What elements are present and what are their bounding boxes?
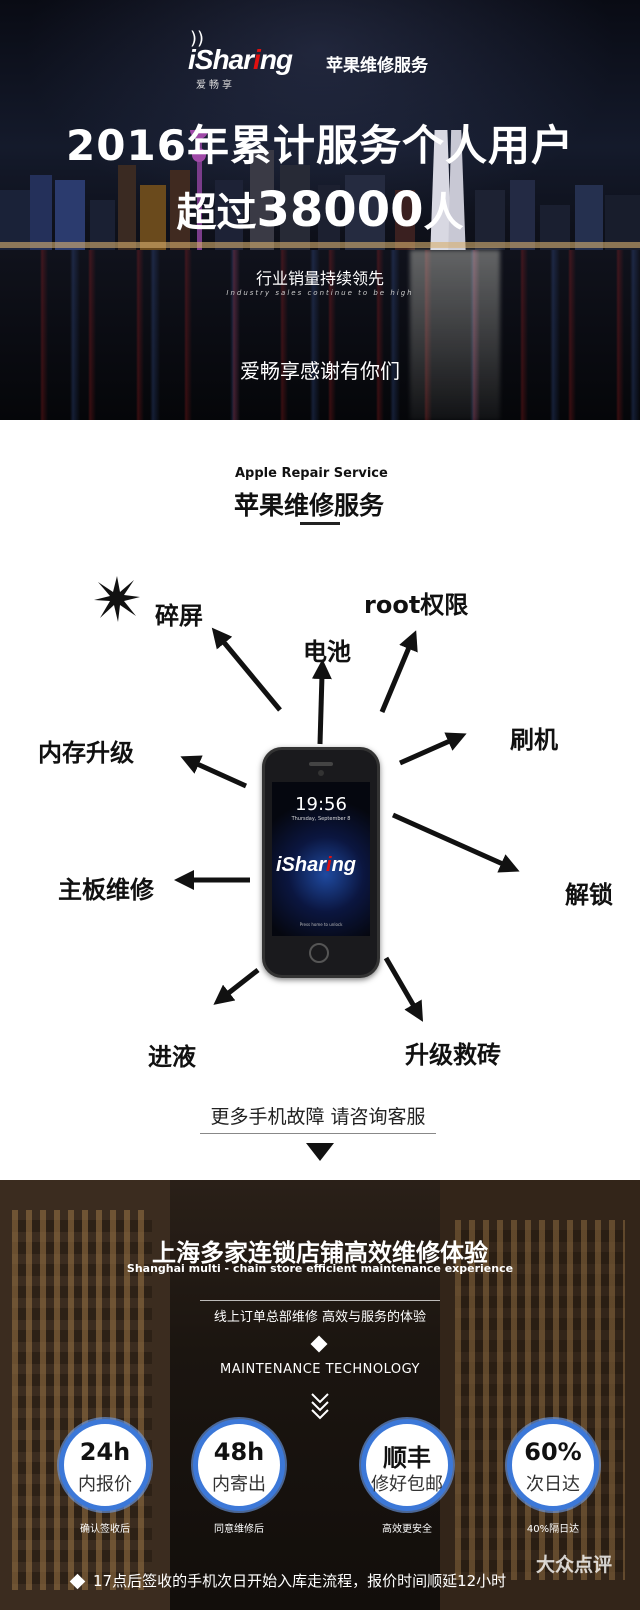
processing-note: 17点后签收的手机次日开始入库走流程，报价时间顺延12小时 <box>93 1572 507 1590</box>
service-label-water: 进液 <box>148 1043 196 1071</box>
hero-subtitle: 行业销量持续领先 <box>255 269 384 288</box>
feature-desc: 修好包邮 <box>371 1474 443 1495</box>
arrow-flash <box>398 732 467 766</box>
feature-circle-nextday: 60% 次日达 <box>507 1419 599 1511</box>
service-label-unlock: 解锁 <box>565 881 613 909</box>
feature-caption: 确认签收后 <box>80 1524 130 1535</box>
double-chevron-down-icon <box>311 1393 329 1420</box>
feature-desc: 次日达 <box>526 1474 580 1495</box>
building-right-windows <box>455 1220 625 1580</box>
feature-circle-ship: 48h 内寄出 <box>193 1419 285 1511</box>
lockscreen-logo: iSharing <box>276 854 357 876</box>
service-label-screen: 碎屏 <box>155 602 203 630</box>
arrow-screen <box>211 627 282 712</box>
service-label-upgrade: 升级救砖 <box>405 1041 501 1069</box>
feature-circle-sf: 顺丰 修好包邮 <box>361 1419 453 1511</box>
building-left-windows <box>12 1210 152 1590</box>
logo-wordmark: iSharing <box>188 44 293 75</box>
hero-subtitle-en: Industry sales continue to be high <box>226 289 414 297</box>
arrow-memory <box>180 755 248 789</box>
service-label-board: 主板维修 <box>58 876 154 904</box>
feature-desc: 内寄出 <box>212 1474 266 1495</box>
lockscreen-time: 19:56 <box>295 794 347 815</box>
hero-title-line2: 超过38000人 <box>176 182 464 238</box>
river-reflection <box>0 250 640 420</box>
iphone-illustration: 19:56 Thursday, September 8 iSharing Pre… <box>262 747 380 978</box>
chain-title-en: Shanghai multi - chain store efficient m… <box>126 1262 514 1275</box>
service-label-battery: 电池 <box>303 638 351 666</box>
building-right <box>440 1180 640 1610</box>
chain-subtitle: 线上订单总部维修 高效与服务的体验 <box>213 1310 427 1325</box>
arrow-root <box>379 630 418 713</box>
chain-store-section <box>0 1180 640 1610</box>
phone-speaker <box>309 762 333 766</box>
feature-value: 60% <box>524 1438 582 1466</box>
more-faults-text: 更多手机故障 请咨询客服 <box>210 1106 426 1128</box>
feature-caption: 高效更安全 <box>382 1524 432 1535</box>
hero-title-line1: 2016年累计服务个人用户 <box>66 121 574 170</box>
services-heading-cn: 苹果维修服务 <box>234 491 385 520</box>
feature-circle-quote: 24h 内报价 <box>59 1419 151 1511</box>
feature-desc: 内报价 <box>78 1474 132 1495</box>
lockscreen-date: Thursday, September 8 <box>291 816 351 822</box>
hero-tagline: 苹果维修服务 <box>326 56 428 76</box>
dianping-watermark: 大众点评 <box>536 1554 613 1576</box>
phone-camera <box>318 770 324 776</box>
crack-burst-icon <box>94 576 140 622</box>
tower-reflection <box>410 250 500 420</box>
feature-value: 顺丰 <box>383 1444 431 1472</box>
maintenance-tech-label: MAINTENANCE TECHNOLOGY <box>220 1362 420 1377</box>
hero-banner: )) iSharing 爱畅享 苹果维修服务 2016年累计服务个人用户 超过3… <box>0 0 640 420</box>
arrow-upgrade <box>383 956 424 1022</box>
arrow-unlock <box>391 812 520 873</box>
feature-caption: 同意维修后 <box>214 1524 264 1535</box>
service-arrows <box>174 627 520 1022</box>
home-button <box>309 943 329 963</box>
down-triangle-icon <box>306 1143 334 1161</box>
hero-thanks: 爱畅享感谢有你们 <box>240 359 400 383</box>
feature-value: 48h <box>213 1438 265 1466</box>
building-left <box>0 1180 170 1610</box>
logo-subtext: 爱畅享 <box>196 80 235 91</box>
lockscreen-unlock-hint: Press home to unlock <box>299 922 343 927</box>
arrow-battery <box>311 659 332 745</box>
service-label-memory: 内存升级 <box>38 739 134 767</box>
service-label-flash: 刷机 <box>510 726 558 754</box>
chain-divider <box>200 1300 440 1301</box>
feature-value: 24h <box>79 1438 131 1466</box>
isharing-logo: )) iSharing 爱畅享 <box>186 28 304 91</box>
feature-caption: 40%隔日达 <box>526 1524 580 1535</box>
arrow-water <box>213 968 260 1005</box>
service-label-root: root权限 <box>364 591 469 619</box>
chain-title: 上海多家连锁店铺高效维修体验 <box>152 1239 488 1267</box>
more-underline <box>200 1133 436 1134</box>
services-heading-en: Apple Repair Service <box>235 466 388 481</box>
wifi-icon: )) <box>190 28 205 49</box>
phone-lockscreen: 19:56 Thursday, September 8 iSharing Pre… <box>272 782 370 936</box>
heading-underline <box>300 522 340 525</box>
